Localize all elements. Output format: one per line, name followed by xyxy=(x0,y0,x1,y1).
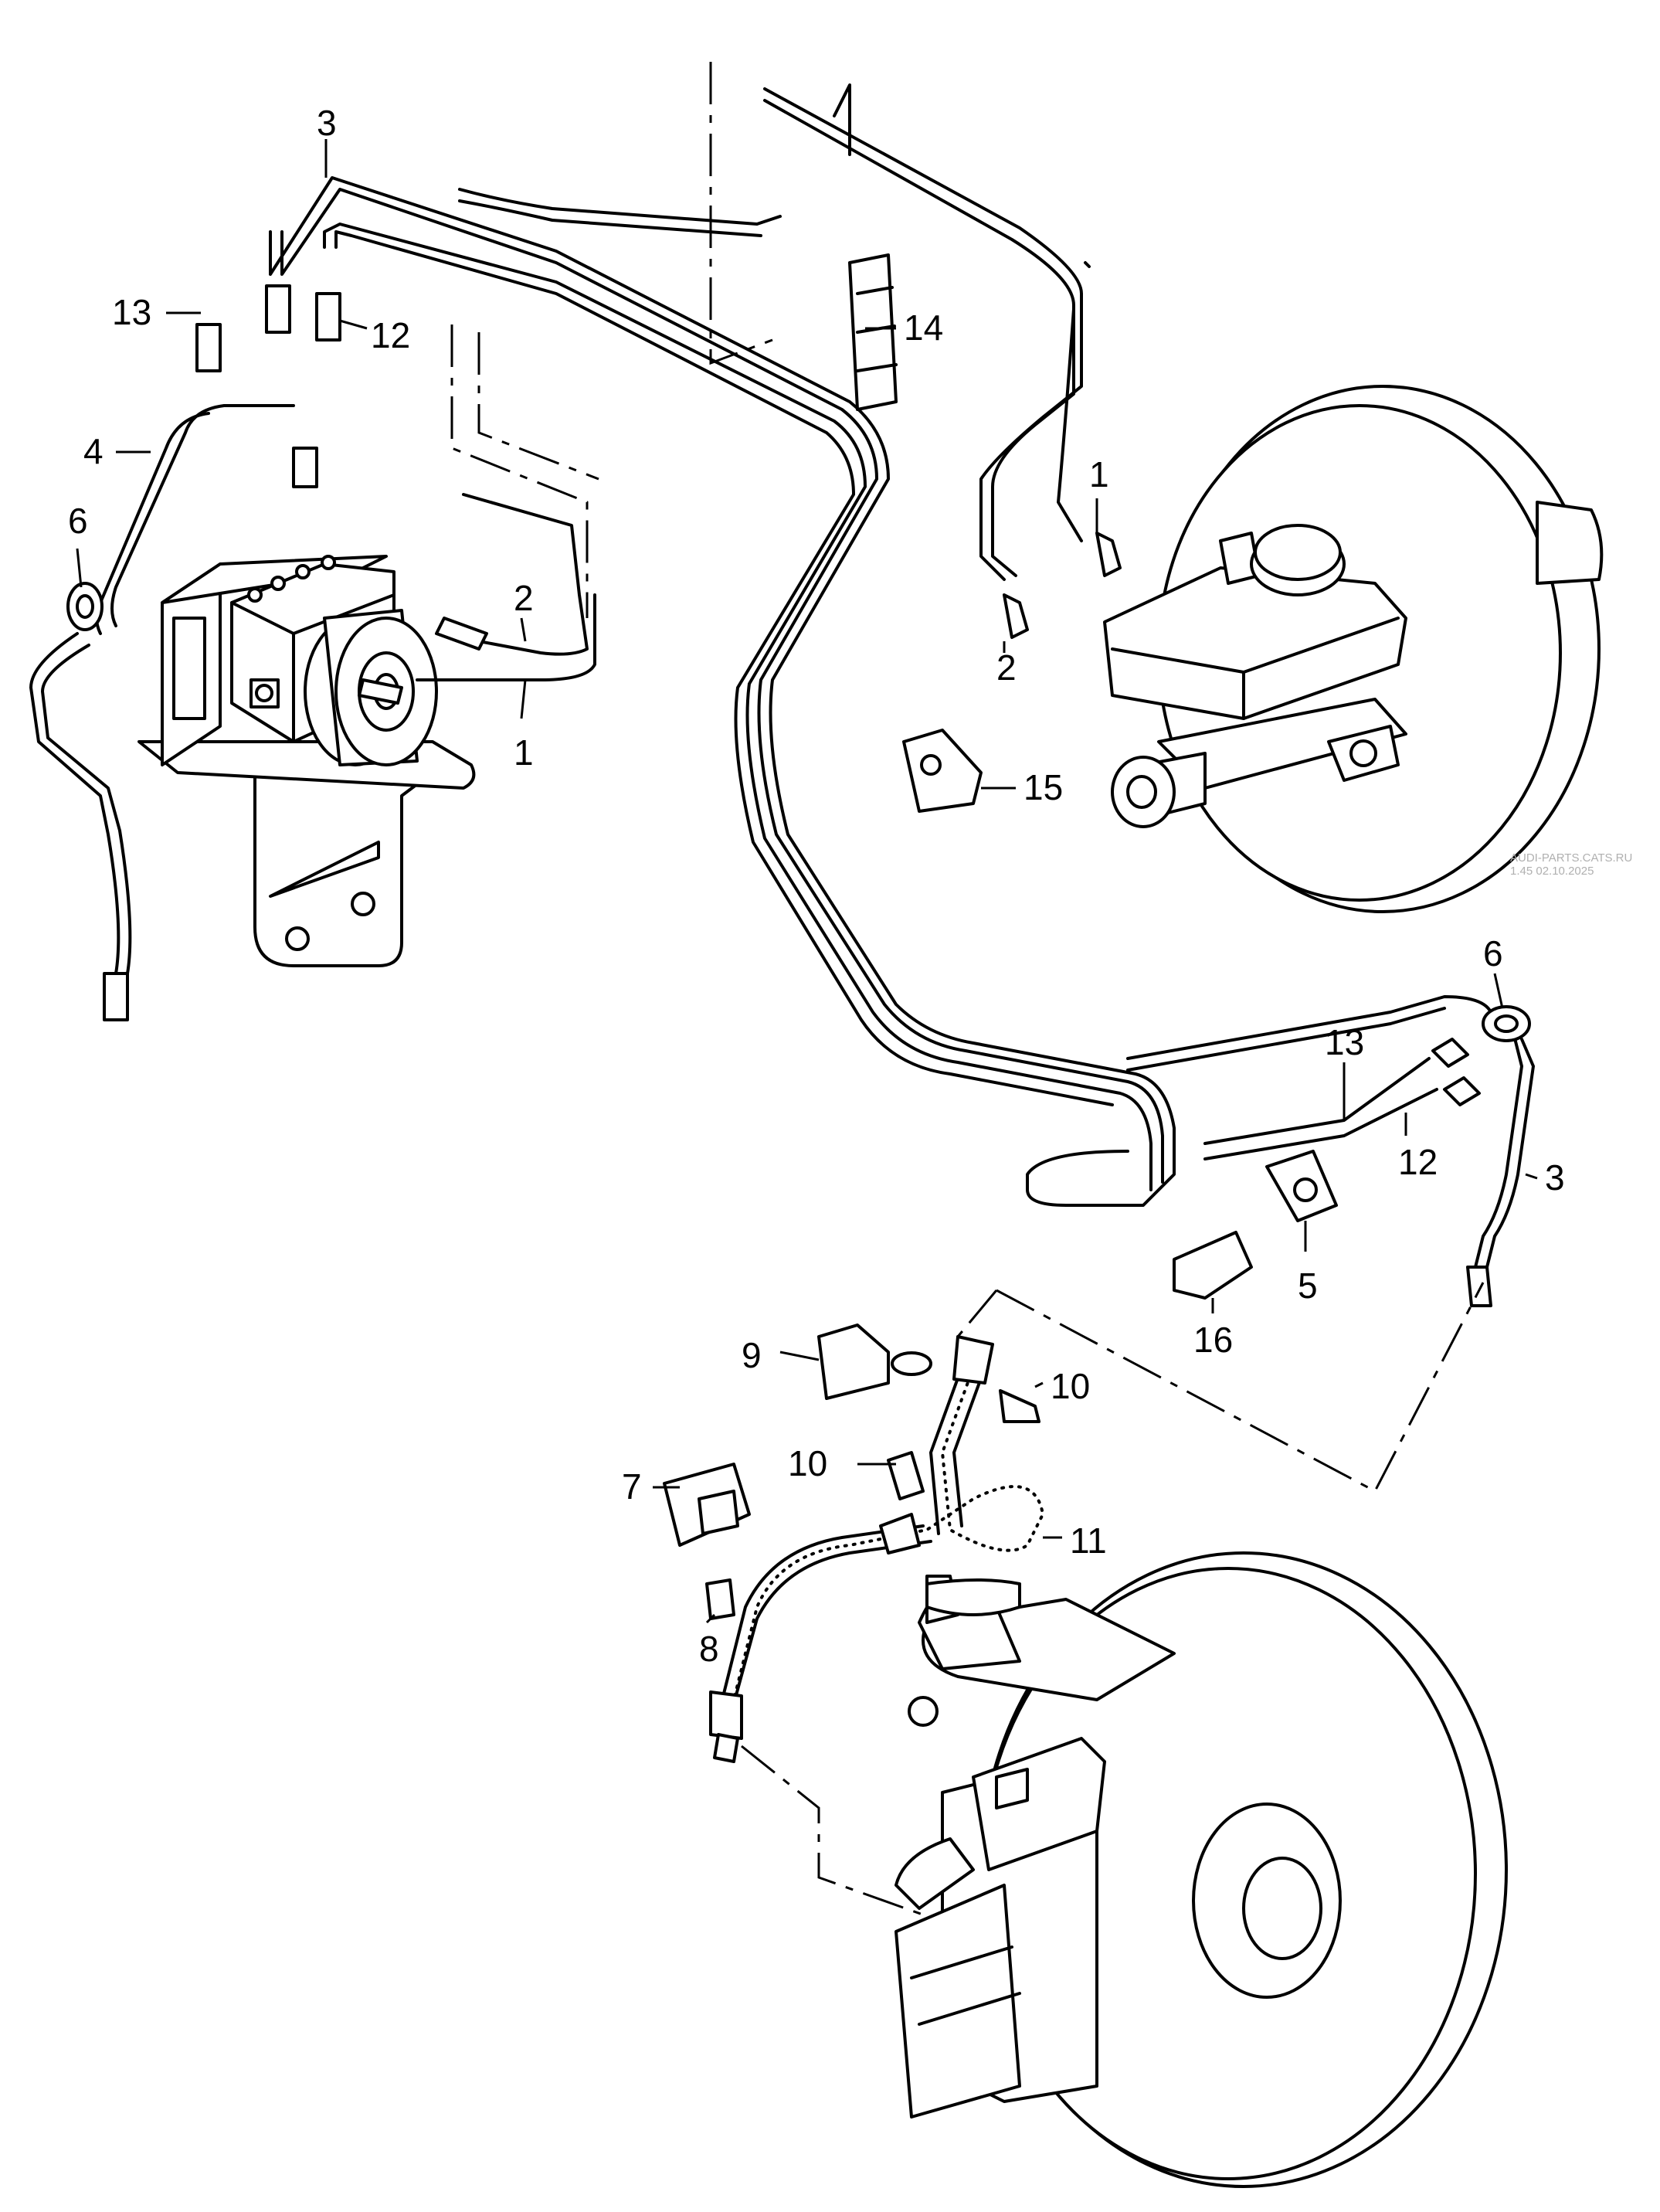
callout-2-right: 2 xyxy=(996,647,1017,688)
callout-11: 11 xyxy=(1070,1521,1107,1561)
callout-7: 7 xyxy=(622,1466,642,1507)
callout-13-right: 13 xyxy=(1325,1022,1364,1062)
callout-1-left: 1 xyxy=(514,732,534,773)
brake-hose-assembly xyxy=(663,1323,1045,1763)
union-fittings xyxy=(103,284,1492,1307)
svg-text:1.45 02.10.2025: 1.45 02.10.2025 xyxy=(1510,865,1594,878)
brake-caliper xyxy=(894,1737,1106,2119)
wheel-hub-carrier xyxy=(908,1575,1176,1727)
callout-6-left: 6 xyxy=(68,501,88,541)
callout-6-right: 6 xyxy=(1483,933,1503,973)
callout-4: 4 xyxy=(83,431,104,471)
callout-13-left: 13 xyxy=(112,292,151,332)
callout-3-right: 3 xyxy=(1545,1157,1565,1198)
grommets xyxy=(66,582,1531,1042)
abs-hydraulic-unit xyxy=(137,555,476,967)
callout-3-top: 3 xyxy=(317,103,337,143)
callout-10-right: 10 xyxy=(1051,1366,1090,1406)
brake-disc xyxy=(979,1551,1508,2188)
callout-8: 8 xyxy=(699,1629,719,1669)
callout-2-left: 2 xyxy=(514,578,534,618)
svg-text:AUDI-PARTS.CATS.RU: AUDI-PARTS.CATS.RU xyxy=(1510,851,1632,865)
master-cylinder xyxy=(1103,524,1407,828)
reference-lines xyxy=(450,62,1485,1918)
callout-1-right: 1 xyxy=(1089,454,1109,494)
callout-14: 14 xyxy=(904,308,943,348)
leader-lines xyxy=(76,139,1538,1624)
callout-12-left: 12 xyxy=(371,315,410,355)
line-clips xyxy=(848,253,1338,1300)
callout-16: 16 xyxy=(1193,1320,1233,1360)
watermark: AUDI-PARTS.CATS.RU 1.45 02.10.2025 xyxy=(1510,851,1632,878)
callout-15: 15 xyxy=(1023,767,1063,807)
callout-labels: 3 13 12 4 6 2 1 14 1 2 15 6 13 12 3 5 16… xyxy=(68,103,1565,1669)
callout-9: 9 xyxy=(742,1335,762,1375)
callout-10-left: 10 xyxy=(788,1443,827,1483)
callout-5: 5 xyxy=(1298,1266,1318,1306)
callout-12-right: 12 xyxy=(1398,1142,1438,1182)
